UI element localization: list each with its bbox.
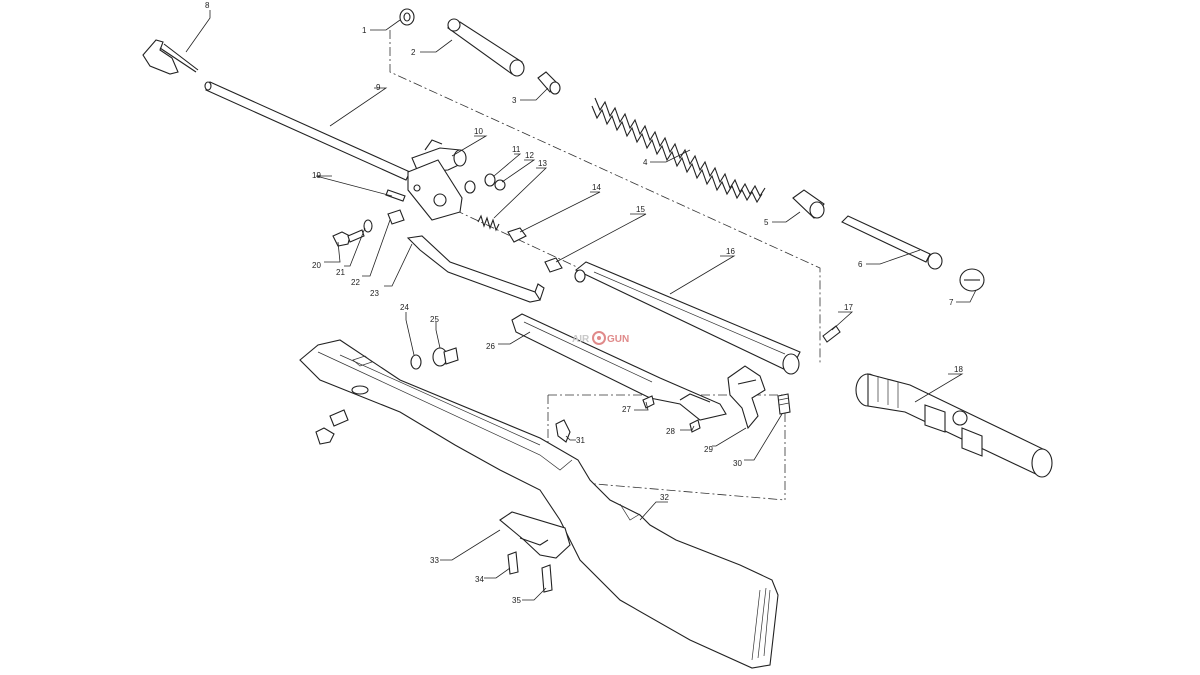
label-12: 12 — [525, 151, 534, 160]
part-washer-11 — [484, 173, 496, 187]
part-trigger-housing — [511, 313, 727, 421]
label-16: 16 — [726, 247, 735, 256]
label-25: 25 — [430, 315, 439, 324]
label-29: 29 — [704, 445, 713, 454]
part-number-labels: 1 2 3 4 5 6 7 8 9 10 11 12 13 14 15 16 1… — [205, 1, 963, 605]
label-18: 18 — [954, 365, 963, 374]
part-washer-21 — [363, 219, 373, 233]
label-28: 28 — [666, 427, 675, 436]
label-7: 7 — [949, 298, 954, 307]
label-33: 33 — [430, 556, 439, 565]
label-35: 35 — [512, 596, 521, 605]
label-10: 10 — [474, 127, 483, 136]
label-14: 14 — [592, 183, 601, 192]
label-31: 31 — [576, 436, 585, 445]
part-end-cap-7 — [959, 268, 985, 292]
label-8: 8 — [205, 1, 210, 10]
part-guide-rod-6 — [841, 215, 943, 270]
label-9: 9 — [376, 83, 381, 92]
label-17: 17 — [844, 303, 853, 312]
label-34: 34 — [475, 575, 484, 584]
label-15: 15 — [636, 205, 645, 214]
part-barrel — [204, 81, 411, 181]
part-pin-19 — [385, 189, 406, 202]
label-13: 13 — [538, 159, 547, 168]
label-11: 11 — [512, 145, 521, 154]
part-clip — [555, 419, 571, 443]
part-bushing-22 — [387, 209, 405, 225]
label-3: 3 — [512, 96, 517, 105]
leader-lines — [185, 10, 977, 601]
label-4: 4 — [643, 158, 648, 167]
part-stock-screw — [315, 409, 349, 445]
part-washer-24 — [410, 354, 422, 370]
part-main-spring — [591, 97, 766, 204]
airgun-watermark-logo: AIR GUN — [572, 331, 629, 345]
part-screw-35 — [541, 564, 553, 593]
part-compression-tube — [574, 261, 801, 375]
label-5: 5 — [764, 218, 769, 227]
label-23: 23 — [370, 289, 379, 298]
part-adjust-screw — [777, 393, 791, 415]
part-screw-25 — [432, 347, 459, 367]
part-spring-guide-5 — [792, 189, 825, 219]
part-nut-12 — [494, 179, 506, 191]
part-spring-13 — [477, 214, 500, 232]
part-stock — [299, 339, 779, 669]
part-piston-head — [537, 71, 561, 95]
label-22: 22 — [351, 278, 360, 287]
part-cocking-lever — [406, 235, 545, 303]
label-6: 6 — [858, 260, 863, 269]
label-2: 2 — [411, 48, 416, 57]
part-washer-1 — [399, 8, 415, 26]
label-24: 24 — [400, 303, 409, 312]
part-pin-17 — [822, 325, 841, 343]
label-30: 30 — [733, 459, 742, 468]
part-screw-34 — [507, 551, 519, 575]
part-trigger-assembly — [727, 365, 766, 430]
watermark-air-text: AIR — [572, 334, 590, 345]
part-trigger-guard — [499, 511, 571, 559]
part-piston-sleeve — [446, 18, 525, 77]
part-scope — [855, 373, 1053, 478]
part-front-sight — [142, 39, 199, 75]
label-21: 21 — [336, 268, 345, 277]
part-breech-block — [407, 159, 476, 221]
watermark-gun-text: GUN — [607, 334, 629, 345]
part-screw-20 — [332, 229, 365, 247]
label-19: 19 — [312, 171, 321, 180]
target-icon — [592, 331, 606, 345]
label-26: 26 — [486, 342, 495, 351]
label-1: 1 — [362, 26, 367, 35]
label-27: 27 — [622, 405, 631, 414]
label-20: 20 — [312, 261, 321, 270]
part-spring-27 — [642, 395, 655, 409]
label-32: 32 — [660, 493, 669, 502]
